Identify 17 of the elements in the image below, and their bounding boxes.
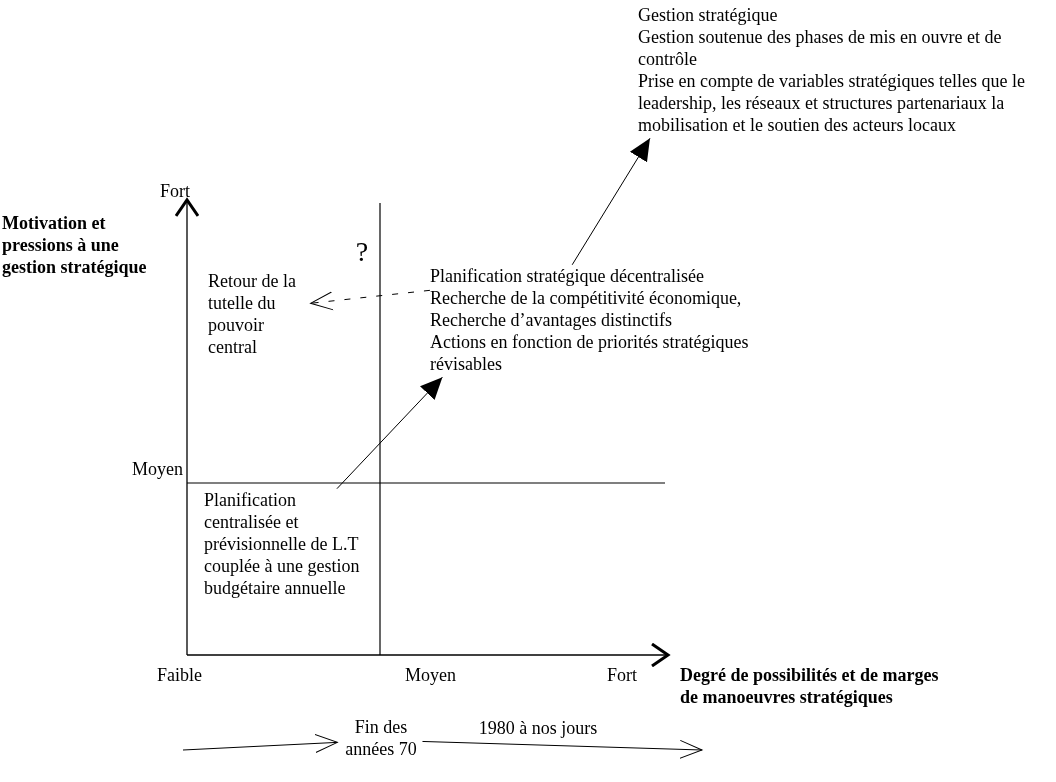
axis-tick-label: Moyen [405,664,457,686]
axis-tick-label: Moyen [132,458,184,480]
quadrant-text: Planification stratégique décentralisée [430,265,705,287]
axis-title: Motivation et pressions à une gestion stratégique [2,212,148,278]
quadrant-text: Recherche de la compétitivité économique, [430,287,743,309]
quadrant-text: Recherche d’avantages distinctifs [430,309,673,331]
axis-title: Degré de possibilités et de marges de manoeuvres stratégiques [680,664,940,708]
axis-tick-label: Fort [160,180,191,202]
outcome-text: Gestion stratégique [638,4,779,26]
axis-tick-label: Fort [607,664,638,686]
outcome-text: Gestion soutenue des phases de mis en ouvre et de contrôle [638,26,1003,70]
timeline-text: Fin des années 70 [340,716,422,760]
quadrant-text: Planification centralisée et prévisionnelle de L.T couplée à une gestion budgétaire annuelle [204,489,362,599]
quadrant-text: Actions en fonction de priorités stratégiques révisables [430,331,750,375]
quadrant-text: Retour de la tutelle du pouvoir central [208,270,308,358]
axis-tick-label: Faible [157,664,203,686]
outcome-text: Prise en compte de variables stratégiques telles que le leadership, les réseaux et structures partenariaux la mobilisation et le soutien des acteurs locaux [638,70,1026,136]
